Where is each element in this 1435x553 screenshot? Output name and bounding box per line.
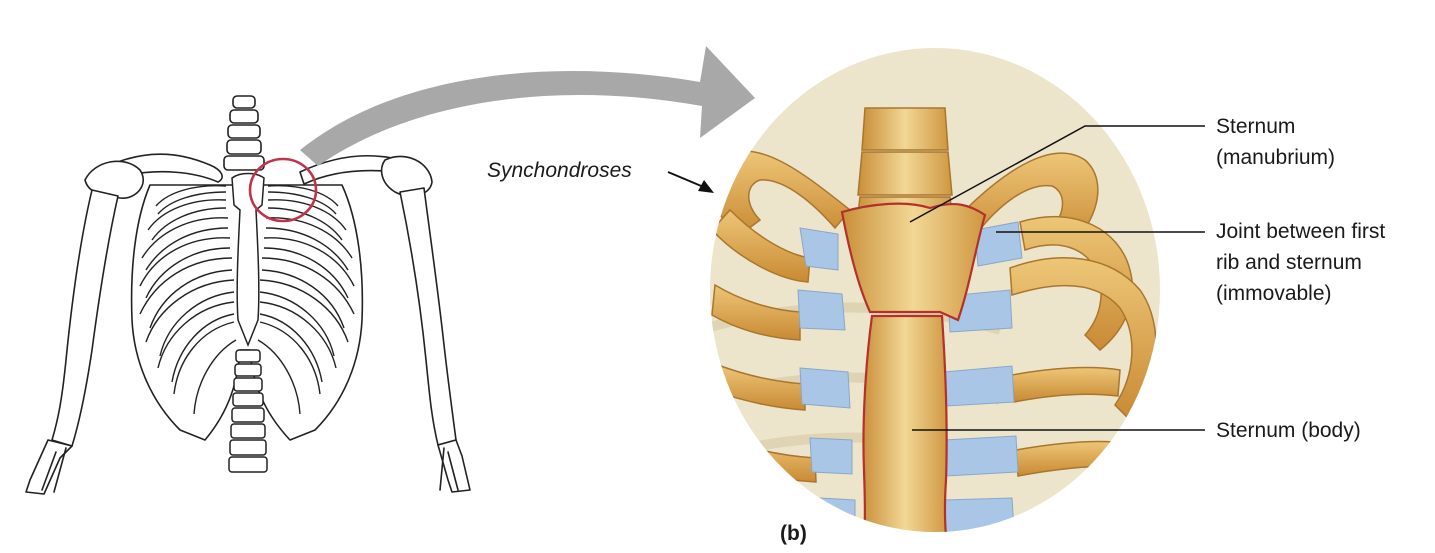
synchondroses-pointer bbox=[668, 172, 714, 193]
label-joint-line3: (immovable) bbox=[1216, 281, 1332, 307]
label-joint-line2: rib and sternum bbox=[1216, 250, 1362, 276]
sternum-body bbox=[862, 316, 948, 553]
label-sternum-body: Sternum (body) bbox=[1216, 418, 1361, 444]
right-humerus bbox=[400, 188, 456, 445]
zoom-arrow bbox=[300, 46, 755, 166]
left-forearm bbox=[26, 440, 72, 494]
label-joint-line1: Joint between first bbox=[1216, 219, 1385, 245]
panel-letter: (b) bbox=[780, 521, 807, 547]
cervical-spine bbox=[224, 96, 264, 170]
magnified-view bbox=[700, 48, 1160, 553]
label-sternum-manubrium-line2: (manubrium) bbox=[1216, 145, 1335, 171]
left-humerus bbox=[52, 190, 118, 446]
label-sternum-manubrium-line1: Sternum bbox=[1216, 114, 1295, 140]
label-synchondroses: Synchondroses bbox=[487, 158, 632, 184]
